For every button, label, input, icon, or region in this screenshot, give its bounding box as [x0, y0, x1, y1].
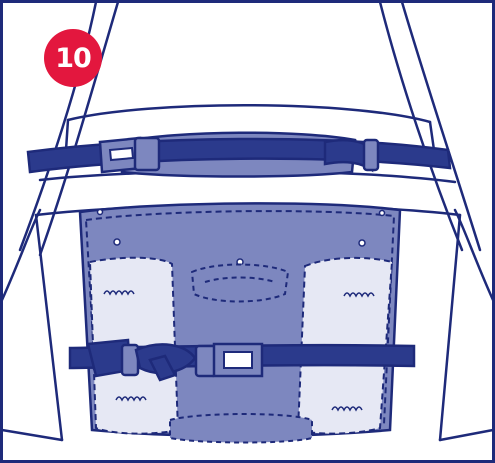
- backrest-top: [66, 104, 432, 124]
- bottom-left-line: [0, 428, 64, 442]
- buckle-clip-icon: [133, 136, 161, 172]
- lower-buckle: [194, 342, 264, 378]
- backrest-right-edge: [428, 120, 436, 152]
- seat-right-side: [438, 213, 462, 442]
- hole-right: [358, 239, 366, 247]
- cushion-bottom-flap: [169, 413, 313, 444]
- adjuster-clip-icon: [362, 138, 380, 172]
- upper-buckle: [98, 136, 161, 174]
- frame-line-right-1: [378, 0, 464, 252]
- pad-vents: [103, 290, 375, 412]
- buckle-slot: [108, 146, 135, 162]
- buckle-slot: [223, 351, 253, 369]
- strap-tail: [148, 354, 177, 382]
- seat-left-side: [34, 213, 64, 442]
- frame-line-left-2: [38, 0, 120, 257]
- cushion-holes: [96, 208, 386, 266]
- vent-left-bottom: [115, 396, 147, 402]
- hole-top-left: [96, 208, 104, 216]
- hole-left: [113, 238, 121, 246]
- step-badge-circle: [44, 29, 102, 87]
- lower-strap-tie: [86, 338, 197, 382]
- vent-left-top: [103, 290, 135, 296]
- handle-inner: [204, 276, 276, 283]
- frame-line-right-low: [453, 208, 495, 302]
- vent-right-bottom: [331, 406, 363, 412]
- handle-slot: [190, 263, 290, 303]
- hole-top-right: [378, 209, 386, 217]
- frame-line-left-1: [18, 0, 98, 252]
- frame-line-right-2: [400, 0, 482, 252]
- step-number-badge: 10: [55, 42, 92, 74]
- bottom-right-line: [438, 428, 495, 442]
- upper-adjuster: [323, 138, 380, 173]
- vent-right-top: [343, 292, 375, 298]
- backrest-left-edge: [64, 118, 70, 152]
